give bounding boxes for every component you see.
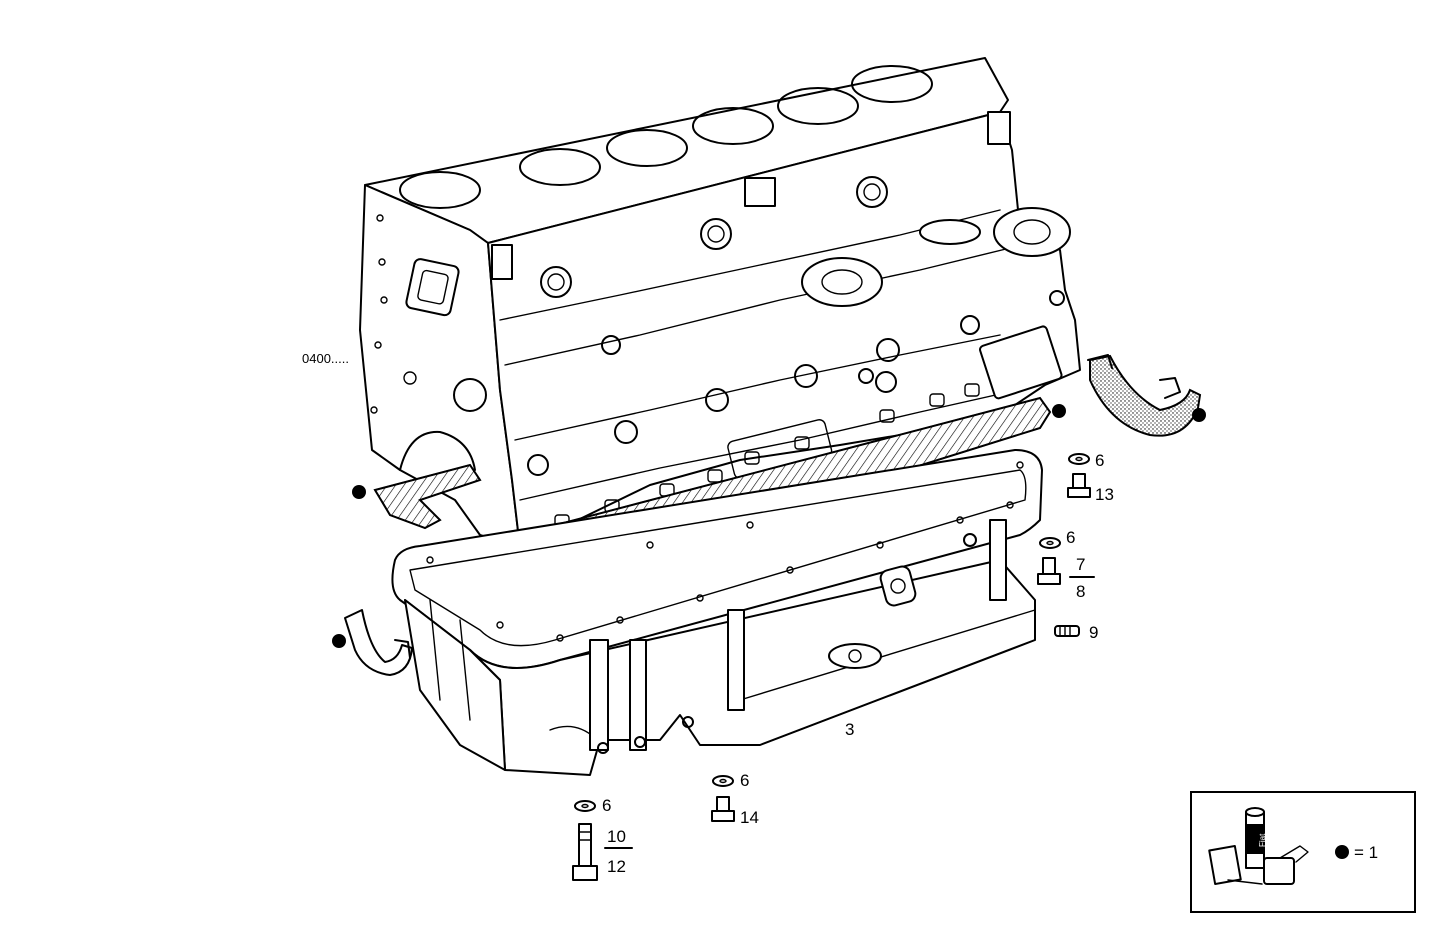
kit-marker: [1335, 845, 1349, 859]
washer-icon: [712, 775, 734, 787]
pan-rim-holes: [426, 461, 1024, 642]
front-seal-half: [344, 609, 413, 676]
label-12: 12: [607, 857, 626, 876]
kit-marker: [1052, 404, 1066, 418]
label-block-ref: 0400.....: [302, 351, 349, 366]
callout-labels: 0400..... 3 6 13 6 7 8 9 6 14 6 10 12: [302, 351, 1114, 876]
kit-marker: [332, 634, 346, 648]
kit-marker: [1192, 408, 1206, 422]
long-bolt-icon: [572, 823, 598, 881]
label-10: 10: [607, 827, 626, 846]
kit-text: Fiat: [1258, 833, 1267, 847]
cylinder-bores: [399, 65, 933, 209]
rear-seal-half: [1087, 354, 1202, 437]
kit-marker: [352, 485, 366, 499]
label-13: 13: [1095, 485, 1114, 504]
label-9: 9: [1089, 623, 1098, 642]
engine-block: [359, 57, 1081, 549]
bolt-icon: [711, 796, 735, 822]
label-6: 6: [1066, 528, 1075, 547]
washer-icon: [1068, 453, 1090, 465]
label-3: 3: [845, 720, 854, 739]
hardware-parts: [572, 453, 1095, 881]
stud-icon: [1054, 625, 1080, 637]
sealant-kit-icon: Fiat: [1208, 807, 1309, 885]
kit-legend-box: Fiat = 1: [1190, 791, 1416, 913]
washer-icon: [1039, 537, 1061, 549]
label-8: 8: [1076, 582, 1085, 601]
legend-equals-label: = 1: [1354, 843, 1378, 862]
oil-pan: [391, 449, 1043, 776]
label-14: 14: [740, 808, 759, 827]
label-6: 6: [602, 796, 611, 815]
label-6: 6: [1095, 451, 1104, 470]
washer-icon: [574, 800, 596, 812]
bolt-icon: [1037, 557, 1061, 585]
label-6: 6: [740, 771, 749, 790]
label-7: 7: [1076, 555, 1085, 574]
bolt-icon: [1067, 473, 1091, 498]
kit-markers: [332, 404, 1206, 648]
block-bosses: [527, 176, 1065, 476]
